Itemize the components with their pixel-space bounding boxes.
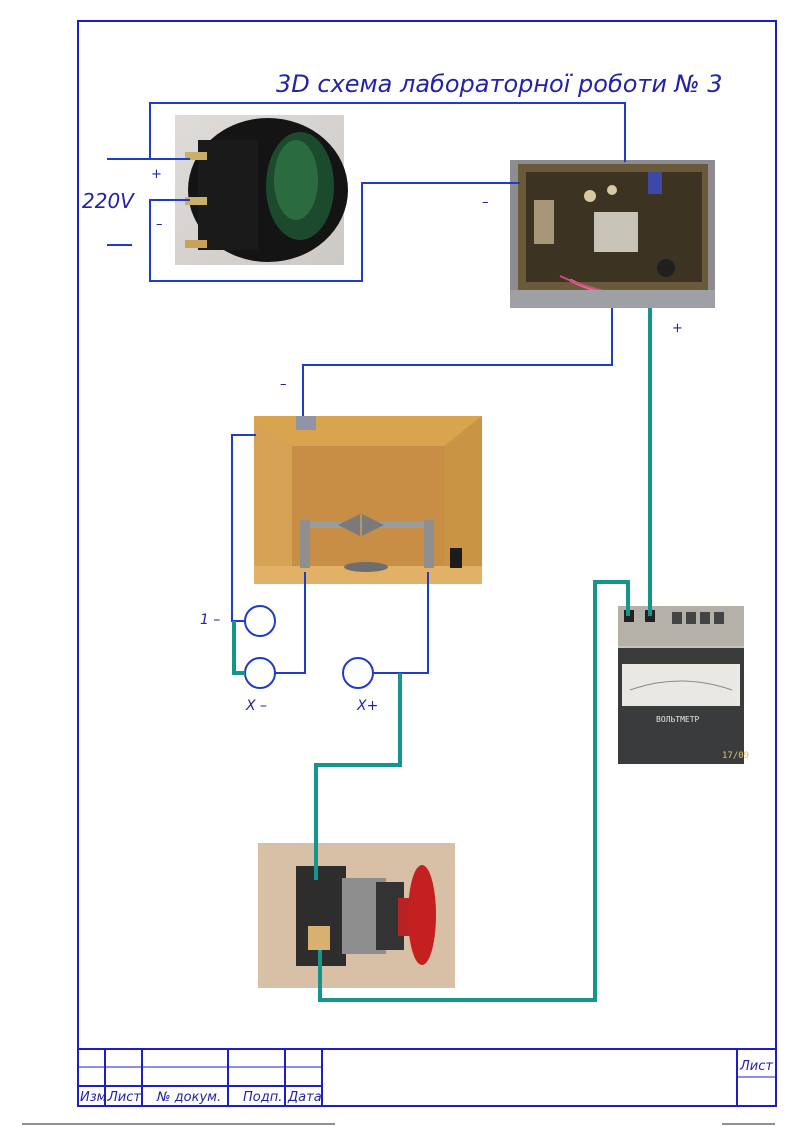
terminal-x-plus <box>342 657 374 689</box>
push-button-photo <box>258 843 455 988</box>
terminal-1-minus <box>244 605 276 637</box>
schematic-title: 3D схема лабораторної роботи № 3 <box>276 70 723 98</box>
blue-wiring <box>107 102 626 674</box>
terminals <box>244 605 374 689</box>
label-terminal-1: 1 – <box>200 612 220 628</box>
stamp-col-izm: Изм. <box>80 1090 111 1105</box>
label-switch-minus: – <box>156 217 163 232</box>
label-board-plus: + <box>672 321 683 336</box>
teal-wiring <box>232 308 652 1002</box>
terminal-x-minus <box>244 657 276 689</box>
title-block <box>78 1048 776 1106</box>
label-terminal-x-plus: X+ <box>356 698 378 714</box>
label-board-minus: – <box>482 195 489 210</box>
stamp-col-doc: № докум. <box>156 1090 221 1105</box>
voltmeter-photo: ВОЛЬТМЕТР 17/09 <box>618 606 749 764</box>
label-voltage: 220V <box>82 189 135 213</box>
voltmeter-digits: 17/09 <box>722 751 749 761</box>
label-terminal-x-minus: X – <box>245 698 267 714</box>
voltmeter-name: ВОЛЬТМЕТР <box>656 715 700 724</box>
circuit-board-photo <box>510 160 715 308</box>
stamp-col-date: Дата <box>287 1090 322 1105</box>
label-switch-plus: + <box>151 167 162 182</box>
rocker-switch-photo <box>175 115 348 265</box>
drawing-frame <box>77 20 777 1107</box>
stamp-col-sign: Подп. <box>243 1090 282 1105</box>
stamp-col-list: Лист <box>107 1090 141 1105</box>
test-fixture-photo <box>254 416 482 584</box>
label-fixture-minus: – <box>280 377 287 392</box>
stamp-sheet-label: Лист <box>739 1059 773 1074</box>
